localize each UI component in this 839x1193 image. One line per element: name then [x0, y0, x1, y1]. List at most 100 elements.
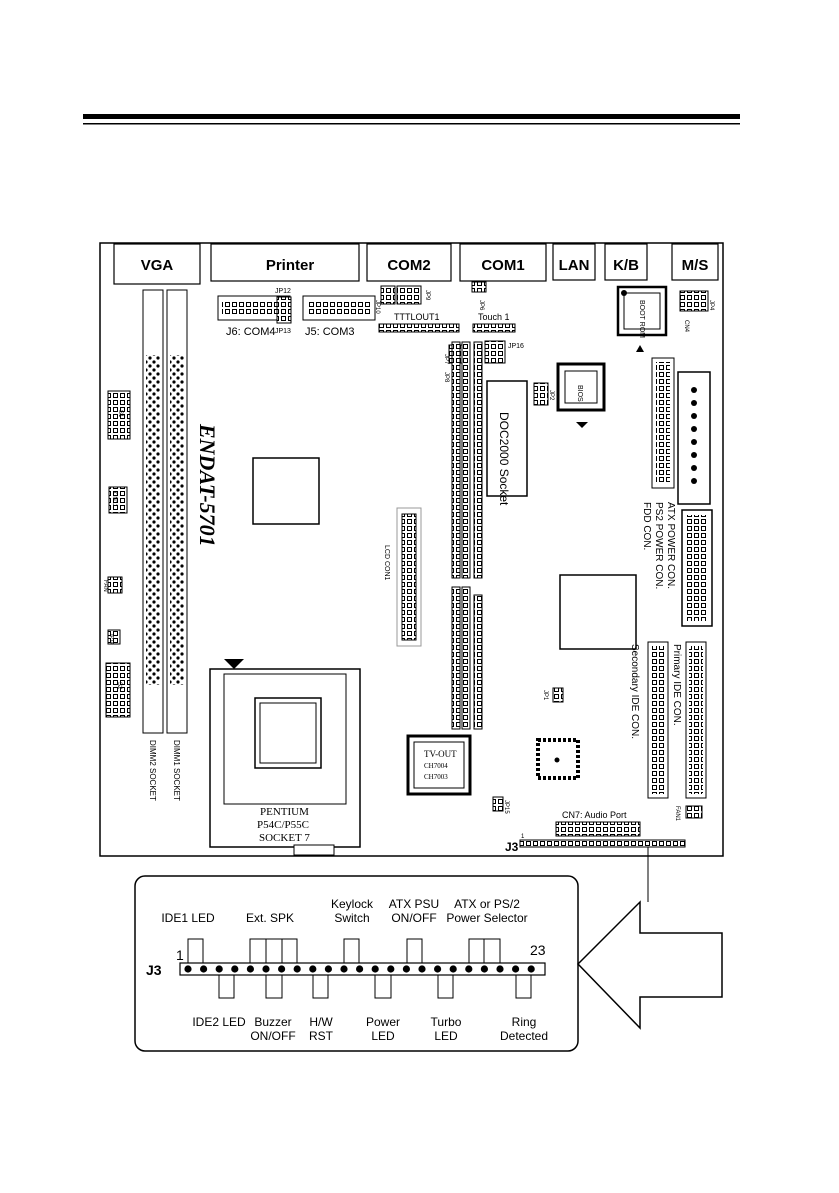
atx-power-frame — [677, 371, 711, 505]
vga-label: VGA — [141, 257, 174, 274]
jp2-label: JP2 — [548, 390, 554, 401]
jp9-label: JP9 — [424, 290, 430, 301]
j3-pin — [184, 965, 192, 973]
board-name: ENDAT-5701 — [195, 423, 220, 547]
j3-board-pin1: 1 — [521, 834, 525, 840]
cn11-header — [108, 486, 128, 514]
ide2-led-label: IDE2 LED — [192, 1015, 246, 1029]
cn11-label: CN11 — [111, 492, 117, 508]
ext-spk-label: Ext. SPK — [246, 911, 294, 925]
j3-pin — [449, 965, 457, 973]
dimm2-pins — [146, 355, 160, 685]
lan-label: LAN — [559, 257, 590, 274]
com1-label: COM1 — [481, 257, 524, 274]
rear-ports: VGA Printer COM2 COM1 LAN K/B M/S — [113, 243, 719, 285]
power-led-label-2: LED — [371, 1029, 395, 1043]
jp4-label: JP4 — [708, 300, 714, 311]
j3-pin — [200, 965, 208, 973]
printer-label: Printer — [266, 257, 315, 274]
boot-rom-label: BOOT ROM — [638, 300, 645, 338]
boot-rom-marker — [636, 345, 644, 352]
ps2-power-label: PS2 POWER CON. — [653, 502, 664, 589]
turbo-led-label-2: LED — [434, 1029, 458, 1043]
j3-pin — [511, 965, 520, 973]
jp14-jumper — [107, 629, 121, 645]
doc2000-label: DOC2000 Socket — [497, 412, 511, 506]
ps2-power-connector — [681, 509, 713, 627]
tttlout-header — [378, 323, 460, 333]
j3-pin — [387, 965, 395, 973]
fdd-pins — [656, 362, 670, 484]
atx-psu-label-2: ON/OFF — [391, 911, 436, 925]
jp13-label: JP13 — [275, 328, 291, 335]
atx-power-label: ATX POWER CON. — [665, 502, 676, 589]
jp1-jumper — [552, 687, 564, 703]
dimm1-label: DIMM1 SOCKET — [172, 740, 181, 801]
lcd-label: LCD CON1 — [383, 545, 390, 581]
com1-port — [459, 243, 547, 282]
jp16-jumper — [484, 340, 506, 364]
j3-pin — [480, 965, 488, 973]
slot-5 — [461, 586, 471, 730]
power-led-label-1: Power — [366, 1015, 400, 1029]
selector-label-1: ATX or PS/2 — [454, 897, 520, 911]
cn4-header — [679, 290, 709, 312]
j3-pin-first: 1 — [176, 947, 184, 963]
cpu-lever — [293, 844, 335, 856]
j5-pins — [307, 300, 371, 316]
fan1-label: FAN1 — [674, 806, 680, 822]
j3-pin — [465, 965, 473, 973]
codec-dot — [554, 757, 560, 763]
cpu-label-2: P54C/P55C — [257, 819, 309, 831]
touch-label: Touch 1 — [478, 312, 510, 322]
boot-rom-inner — [623, 292, 661, 330]
j3-pin — [418, 965, 426, 973]
dimm2-label: DIMM2 SOCKET — [148, 740, 157, 801]
j3-pin — [371, 965, 379, 973]
selector-label-2: Power Selector — [446, 911, 527, 925]
jp6-jumper — [471, 281, 487, 293]
kb-label: K/B — [613, 257, 639, 274]
tvout-label-2: CH7004 — [424, 762, 448, 770]
j3-detail-label: J3 — [146, 962, 162, 978]
header-rule — [83, 114, 740, 119]
jp12-jumper — [276, 296, 292, 324]
tvout-label-3: CH7003 — [424, 773, 448, 781]
com2-label: COM2 — [387, 257, 430, 274]
callout-arrow — [576, 900, 723, 1030]
j3-pin — [340, 965, 348, 973]
tvout-label-1: TV-OUT — [424, 749, 457, 759]
j3-board-header — [519, 839, 686, 848]
com2-port — [366, 243, 452, 282]
header-rule-thin — [83, 123, 740, 125]
keylock-label-1: Keylock — [331, 897, 374, 911]
turbo-led-label-1: Turbo — [431, 1015, 462, 1029]
fan-label: FAN — [102, 580, 108, 592]
j3-pin — [215, 965, 223, 973]
j3-pin — [293, 965, 301, 973]
j3-pin — [402, 965, 410, 973]
atx-psu-label-1: ATX PSU — [389, 897, 439, 911]
bios-area: BIOS JP2 — [533, 362, 606, 428]
com4-com3-headers: JP12 JP13 J6: COM4 J5: COM3 — [217, 288, 376, 338]
tvout-inner — [413, 741, 465, 789]
j6-pins — [222, 300, 286, 316]
lan-port — [552, 243, 596, 281]
touch-header — [472, 323, 516, 333]
fdd-label: FDD CON. — [641, 502, 652, 550]
secondary-ide-pins — [651, 646, 665, 794]
slot-1 — [451, 341, 461, 579]
j3-pin — [324, 965, 332, 973]
j3-detail: J3 1 23 IDE1 LED Ext. SPK Keylock Switch… — [146, 897, 548, 1043]
vga-port — [113, 243, 201, 285]
ide1-led-label: IDE1 LED — [161, 911, 215, 925]
s2-header — [105, 662, 131, 718]
jp16-label: JP16 — [508, 343, 524, 350]
slot-4 — [451, 586, 461, 730]
bios-inner — [564, 370, 598, 404]
left-headers: S1 CN11 FAN JP14 S2 — [102, 390, 131, 718]
cpu-socket: PENTIUM P54C/P55C SOCKET 7 — [209, 659, 361, 856]
j3-board-label: J3 — [505, 840, 519, 854]
kb-port — [604, 243, 648, 281]
